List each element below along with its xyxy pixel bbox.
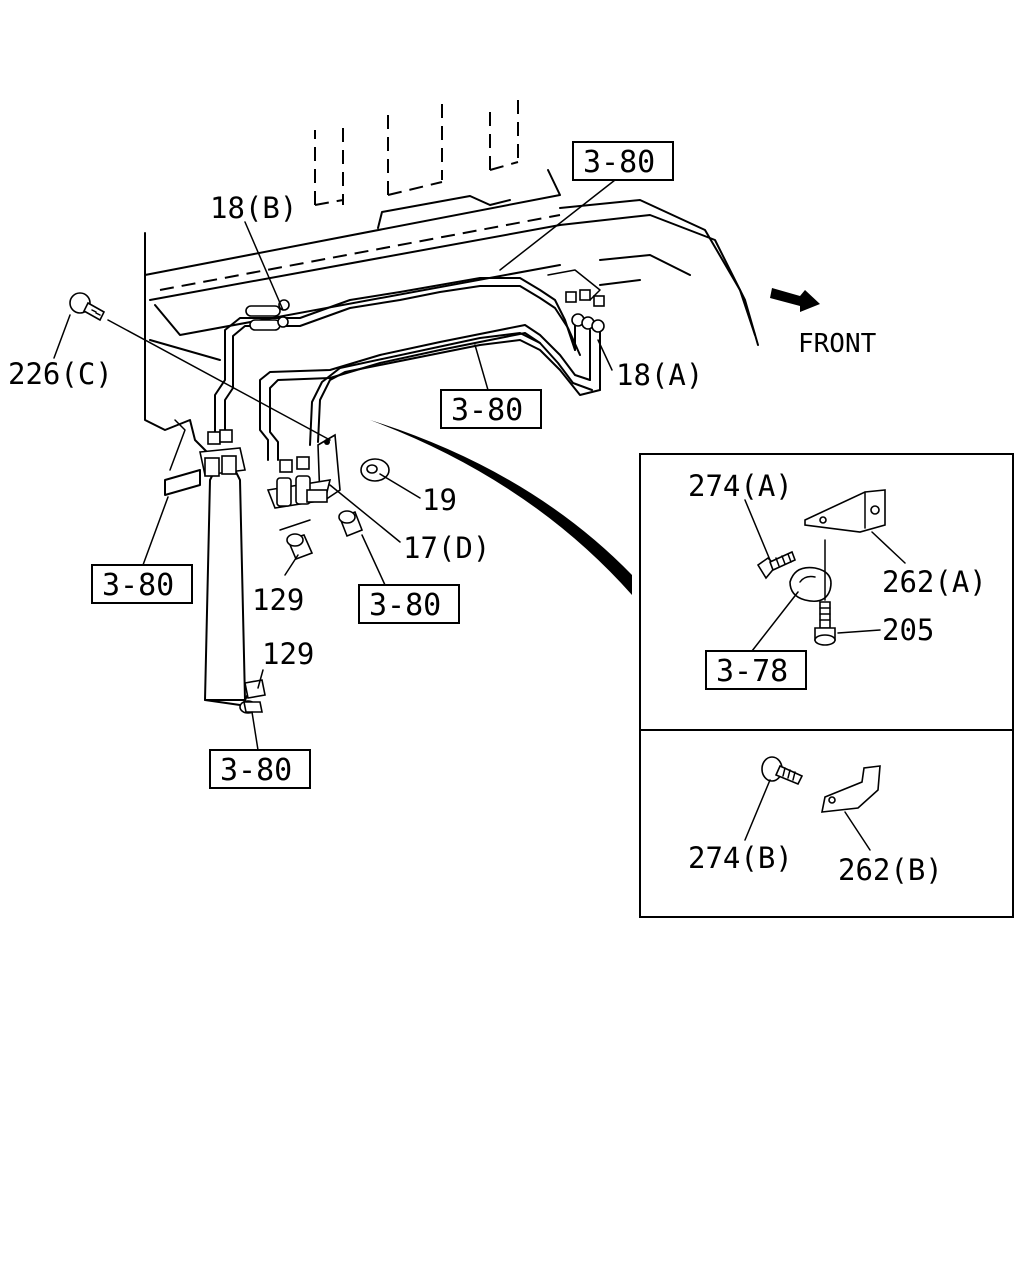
bushing-icon bbox=[338, 510, 364, 538]
ref-box-detail: 3-78 bbox=[705, 650, 807, 690]
pipe-fittings bbox=[207, 269, 605, 473]
callout-274b: 274(B) bbox=[688, 841, 793, 875]
vehicle-body-outline bbox=[144, 100, 759, 456]
ref-center-label: 3-80 bbox=[369, 588, 441, 623]
callout-205: 205 bbox=[882, 613, 934, 647]
callout-262b: 262(B) bbox=[838, 853, 943, 887]
ref-detail-label: 3-78 bbox=[716, 654, 788, 689]
callout-262a: 262(A) bbox=[882, 565, 987, 599]
bracket-262a-icon bbox=[804, 489, 886, 533]
ref-mid-label: 3-80 bbox=[451, 393, 523, 428]
three-way-joint-left bbox=[164, 419, 246, 496]
detail-panel bbox=[639, 453, 1014, 918]
three-way-joint-center bbox=[266, 433, 341, 509]
bolt-274b-icon bbox=[761, 756, 804, 786]
ref-box-bottom: 3-80 bbox=[209, 749, 311, 789]
callout-18a: 18(A) bbox=[616, 358, 703, 392]
bolt-205-icon bbox=[814, 539, 836, 646]
bracket-262b-icon bbox=[821, 765, 881, 813]
plug-129-upper-icon bbox=[279, 519, 314, 561]
clip-icon bbox=[789, 566, 832, 603]
ref-top-label: 3-80 bbox=[583, 145, 655, 180]
plug-129-lower-icon bbox=[239, 679, 266, 714]
front-arrow-icon bbox=[770, 288, 820, 312]
ref-box-mid: 3-80 bbox=[440, 389, 542, 429]
ref-box-top: 3-80 bbox=[572, 141, 674, 181]
ref-left-label: 3-80 bbox=[102, 568, 174, 603]
bolt-226c-icon bbox=[69, 292, 106, 322]
callout-17d: 17(D) bbox=[403, 531, 490, 565]
callout-274a: 274(A) bbox=[688, 469, 793, 503]
ref-box-center: 3-80 bbox=[358, 584, 460, 624]
front-label: FRONT bbox=[798, 329, 877, 359]
leader-lines bbox=[53, 179, 616, 751]
callout-226c: 226(C) bbox=[8, 357, 113, 391]
callout-129-upper: 129 bbox=[252, 583, 304, 617]
ref-bottom-label: 3-80 bbox=[220, 753, 292, 788]
callout-19: 19 bbox=[422, 483, 457, 517]
detail-leaders-lower bbox=[744, 779, 871, 851]
bolt-274a-icon bbox=[756, 550, 797, 580]
ref-box-left: 3-80 bbox=[91, 564, 193, 604]
washer-19-icon bbox=[360, 458, 390, 482]
detail-pointer-wedge bbox=[370, 420, 632, 595]
callout-129-lower: 129 bbox=[262, 637, 314, 671]
callout-18b: 18(B) bbox=[210, 191, 297, 225]
detail-leaders-upper bbox=[744, 499, 906, 652]
